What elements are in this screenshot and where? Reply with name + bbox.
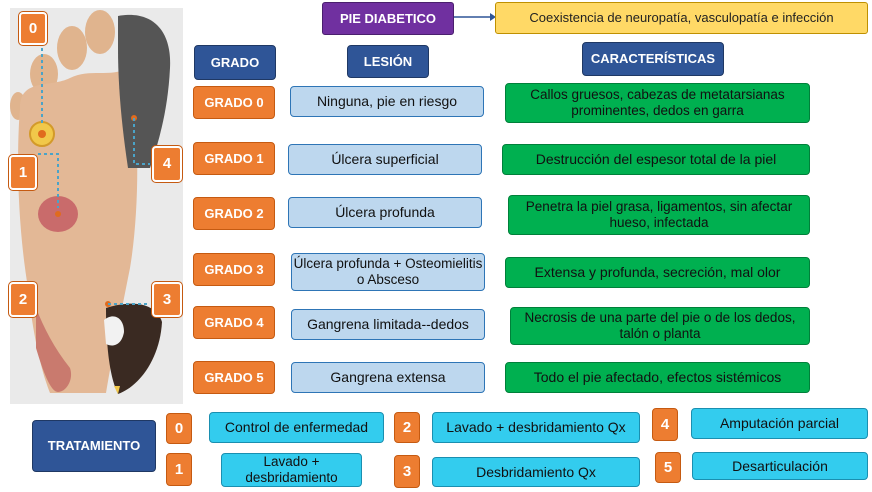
- gangrene-big-toe: [118, 14, 171, 168]
- treatment-number-1: 1: [166, 453, 192, 486]
- treatment-label: TRATAMIENTO: [32, 420, 156, 472]
- treatment-item-2: Lavado + desbridamiento Qx: [432, 412, 640, 443]
- grade-label-2: GRADO 2: [193, 197, 275, 230]
- column-header-caracteristicas: CARACTERÍSTICAS: [582, 42, 724, 76]
- column-header-grado: GRADO: [194, 45, 276, 80]
- treatment-item-1: Lavado + desbridamiento: [221, 453, 362, 487]
- foot-marker-0: 0: [19, 12, 47, 45]
- characteristics-3: Extensa y profunda, secreción, mal olor: [505, 257, 810, 288]
- leader-line-4: [133, 118, 150, 165]
- third-toe: [57, 26, 87, 70]
- second-toe: [85, 10, 115, 54]
- foot-marker-1: 1: [9, 155, 37, 190]
- treatment-number-3: 3: [394, 455, 420, 488]
- treatment-item-4: Amputación parcial: [691, 408, 868, 439]
- lesion-3: Úlcera profunda + Osteomielitis o Absces…: [291, 253, 485, 291]
- foot-marker-4: 4: [152, 146, 182, 182]
- heel-tip: [114, 386, 120, 394]
- foot-illustration-panel: [10, 8, 183, 404]
- title-connector: [454, 13, 496, 21]
- characteristics-2: Penetra la piel grasa, ligamentos, sin a…: [508, 195, 810, 235]
- grade-label-1: GRADO 1: [193, 142, 275, 175]
- treatment-number-0: 0: [166, 413, 192, 444]
- grade-label-0: GRADO 0: [193, 86, 275, 119]
- lesion-4: Gangrena limitada--dedos: [291, 309, 485, 340]
- characteristics-4: Necrosis de una parte del pie o de los d…: [510, 307, 810, 345]
- treatment-number-2: 2: [394, 412, 420, 443]
- leader-line-1: [38, 153, 59, 208]
- heel-light-patch: [104, 316, 124, 346]
- characteristics-0: Callos gruesos, cabezas de metatarsianas…: [505, 83, 810, 123]
- lesion-1: Úlcera superficial: [288, 144, 482, 175]
- treatment-number-5: 5: [655, 452, 681, 483]
- foot-illustration: [10, 10, 171, 394]
- lesion-5: Gangrena extensa: [291, 362, 485, 393]
- treatment-item-3: Desbridamiento Qx: [432, 457, 640, 487]
- treatment-number-4: 4: [652, 408, 678, 441]
- grade-label-5: GRADO 5: [193, 361, 275, 394]
- characteristics-5: Todo el pie afectado, efectos sistémicos: [505, 362, 810, 393]
- grade-label-3: GRADO 3: [193, 253, 275, 286]
- characteristics-1: Destrucción del espesor total de la piel: [502, 144, 810, 175]
- foot-marker-2: 2: [9, 282, 37, 317]
- foot-marker-3: 3: [152, 282, 182, 317]
- lesion-2: Úlcera profunda: [288, 197, 482, 228]
- lesion-0: Ninguna, pie en riesgo: [290, 86, 484, 117]
- grade-label-4: GRADO 4: [193, 306, 275, 339]
- heel-ulceration: [36, 308, 72, 392]
- treatment-item-0: Control de enfermedad: [209, 412, 384, 443]
- column-header-lesion: LESIÓN: [347, 45, 429, 78]
- treatment-item-5: Desarticulación: [692, 452, 868, 480]
- title-box: PIE DIABETICO: [322, 2, 454, 35]
- definition-box: Coexistencia de neuropatía, vasculopatía…: [495, 2, 868, 34]
